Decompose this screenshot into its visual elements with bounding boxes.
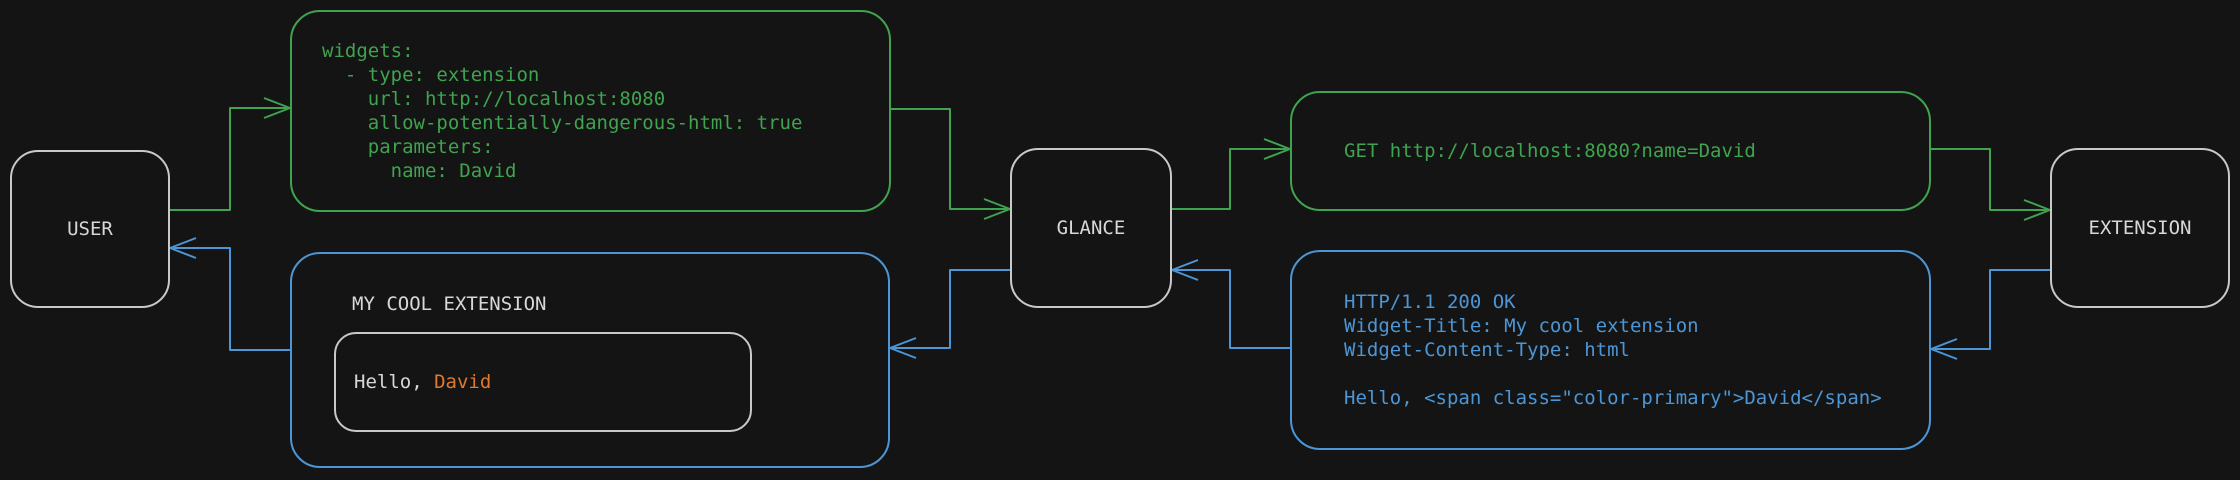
extension-node-label: EXTENSION — [2088, 217, 2192, 239]
user-node-label: USER — [67, 218, 113, 240]
http-request-code: GET http://localhost:8080?name=David — [1344, 140, 1756, 162]
http-response-code: HTTP/1.1 200 OK Widget-Title: My cool ex… — [1344, 291, 1882, 409]
widget-title: MY COOL EXTENSION — [352, 293, 547, 315]
glance-node: GLANCE — [1010, 148, 1172, 308]
http-response-box: HTTP/1.1 200 OK Widget-Title: My cool ex… — [1290, 250, 1931, 450]
rendered-widget-box: MY COOL EXTENSION Hello, David — [290, 252, 890, 468]
arrow-response-to-glance — [1171, 259, 1290, 349]
arrow-config-to-glance — [891, 108, 1011, 220]
widget-greeting: Hello, David — [336, 371, 491, 393]
arrow-request-to-extension — [1931, 148, 2051, 221]
arrow-widget-to-user — [169, 237, 290, 351]
arrow-extension-to-response — [1930, 269, 2050, 360]
greeting-prefix: Hello, — [354, 371, 435, 393]
widget-content-frame: Hello, David — [334, 332, 752, 432]
arrow-glance-to-widget — [889, 269, 1010, 359]
arrow-user-to-config — [170, 97, 291, 211]
config-yaml-code: widgets: - type: extension url: http://l… — [322, 40, 803, 182]
extension-node: EXTENSION — [2050, 148, 2230, 308]
greeting-name: David — [434, 371, 492, 393]
user-node: USER — [10, 150, 170, 308]
config-yaml-box: widgets: - type: extension url: http://l… — [290, 10, 891, 212]
http-request-box: GET http://localhost:8080?name=David — [1290, 91, 1931, 211]
arrow-glance-to-request — [1172, 138, 1291, 210]
glance-node-label: GLANCE — [1056, 217, 1126, 239]
